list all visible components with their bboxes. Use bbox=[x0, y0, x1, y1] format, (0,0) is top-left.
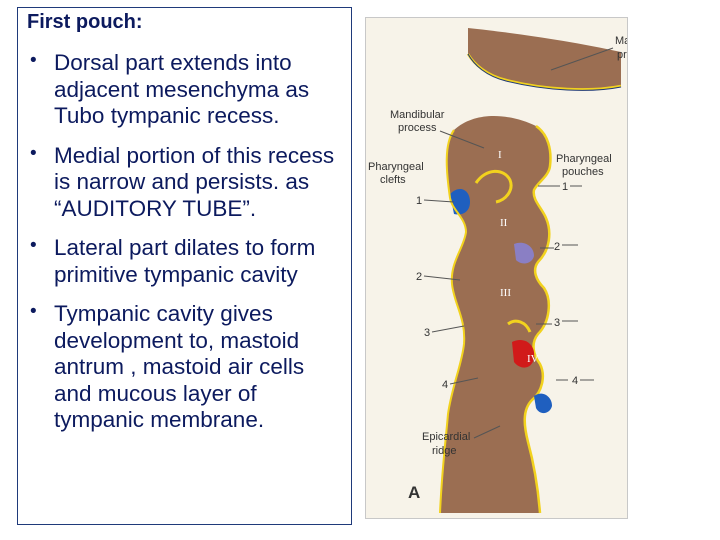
arch-numeral: II bbox=[500, 217, 508, 229]
clefts-label-line2: clefts bbox=[380, 174, 406, 186]
mandibular-label-line1: Mandibular bbox=[390, 109, 445, 121]
leader-line bbox=[550, 47, 614, 71]
bullet-dot: • bbox=[30, 50, 37, 71]
leader-line bbox=[449, 377, 479, 385]
bullet-item: • Medial portion of this recess is narro… bbox=[18, 143, 348, 223]
pouch-3-epithelium bbox=[507, 319, 532, 333]
embryo-diagram: I II III IV Ma pr Mandibular process Pha… bbox=[368, 28, 628, 514]
text-panel: First pouch: • Dorsal part extends into … bbox=[17, 7, 352, 525]
maxillary-label-line2: pr bbox=[617, 49, 627, 61]
leader-line bbox=[423, 199, 455, 203]
pouch-number: 4 bbox=[572, 375, 578, 387]
pouch-1-epithelium bbox=[474, 169, 513, 204]
arch-numeral: I bbox=[498, 149, 502, 161]
pouch-4-shape bbox=[534, 393, 552, 414]
maxillary-process-shape bbox=[468, 28, 621, 90]
pouch-number: 2 bbox=[554, 241, 560, 253]
leader-line bbox=[439, 130, 485, 149]
arch-tissue bbox=[440, 116, 551, 513]
cleft-number: 2 bbox=[416, 271, 422, 283]
arch-numeral: IV bbox=[527, 353, 539, 365]
maxillary-epithelium bbox=[466, 53, 622, 91]
slide-heading: First pouch: bbox=[27, 11, 143, 33]
bullet-text: Lateral part dilates to form primitive t… bbox=[54, 235, 316, 287]
pouch-number: 1 bbox=[562, 181, 568, 193]
pouches-label-line2: pouches bbox=[562, 166, 604, 178]
bullet-list: • Dorsal part extends into adjacent mese… bbox=[18, 50, 348, 447]
epicardial-label-line1: Epicardial bbox=[422, 431, 470, 443]
epicardial-label-line2: ridge bbox=[432, 445, 456, 457]
bullet-item: • Tympanic cavity gives development to, … bbox=[18, 301, 348, 434]
maxillary-label-line1: Ma bbox=[615, 35, 628, 47]
cleft-number: 1 bbox=[416, 195, 422, 207]
bullet-text: Medial portion of this recess is narrow … bbox=[54, 142, 335, 221]
cleft-number: 3 bbox=[424, 327, 430, 339]
pouch-3-shape bbox=[512, 339, 535, 368]
maxillary-outline bbox=[467, 53, 622, 91]
bullet-dot: • bbox=[30, 142, 37, 164]
cleft-outline bbox=[439, 129, 468, 514]
pouches-label-line1: Pharyngeal bbox=[556, 153, 612, 165]
pouch-2-shape bbox=[514, 242, 534, 264]
bullet-text: Tympanic cavity gives development to, ma… bbox=[54, 301, 305, 432]
clefts-label-line1: Pharyngeal bbox=[368, 161, 424, 173]
leader-line bbox=[473, 425, 501, 439]
bullet-item: • Dorsal part extends into adjacent mese… bbox=[18, 50, 348, 130]
pouch-number: 3 bbox=[554, 317, 560, 329]
cleft-number: 4 bbox=[442, 379, 448, 391]
bullet-dot: • bbox=[30, 301, 37, 322]
arch-numeral: III bbox=[500, 287, 511, 299]
pouch-epithelium bbox=[523, 124, 552, 514]
bullet-dot: • bbox=[30, 235, 37, 256]
panel-letter: A bbox=[408, 483, 420, 502]
bullet-text: Dorsal part extends into adjacent mesenc… bbox=[54, 50, 310, 128]
mandibular-label-line2: process bbox=[398, 122, 437, 134]
pharyngeal-arches-figure: I II III IV Ma pr Mandibular process Pha… bbox=[365, 17, 628, 519]
bullet-item: • Lateral part dilates to form primitive… bbox=[18, 235, 348, 288]
leader-line bbox=[431, 325, 465, 333]
leader-line bbox=[423, 275, 461, 281]
